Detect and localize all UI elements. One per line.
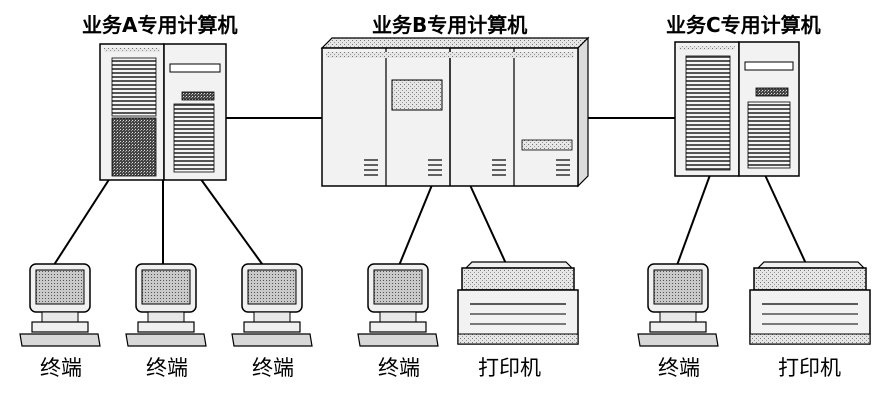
terminal-4-label: 终端: [378, 356, 420, 380]
server-a-tower: [99, 43, 227, 181]
connection-lines: [51, 117, 809, 269]
server-b-cabinet: [320, 36, 590, 188]
terminal-5-icon: [637, 263, 719, 347]
terminal-1-label: 终端: [40, 356, 82, 380]
server-c-tower: [674, 41, 800, 177]
terminal-3-label: 终端: [252, 356, 294, 380]
printer-c-icon: [749, 261, 871, 345]
title-computer-b: 业务B专用计算机: [372, 13, 528, 37]
terminal-3-icon: [231, 263, 313, 347]
terminal-1-icon: [19, 263, 101, 347]
terminal-5-label: 终端: [658, 356, 700, 380]
title-computer-c: 业务C专用计算机: [666, 13, 821, 37]
printer-b-icon: [457, 261, 579, 345]
terminal-2-label: 终端: [146, 356, 188, 380]
terminal-4-icon: [357, 263, 439, 347]
printer-c-label: 打印机: [778, 356, 841, 380]
title-computer-a: 业务A专用计算机: [82, 13, 238, 37]
terminal-2-icon: [125, 263, 207, 347]
printer-b-label: 打印机: [478, 356, 541, 380]
